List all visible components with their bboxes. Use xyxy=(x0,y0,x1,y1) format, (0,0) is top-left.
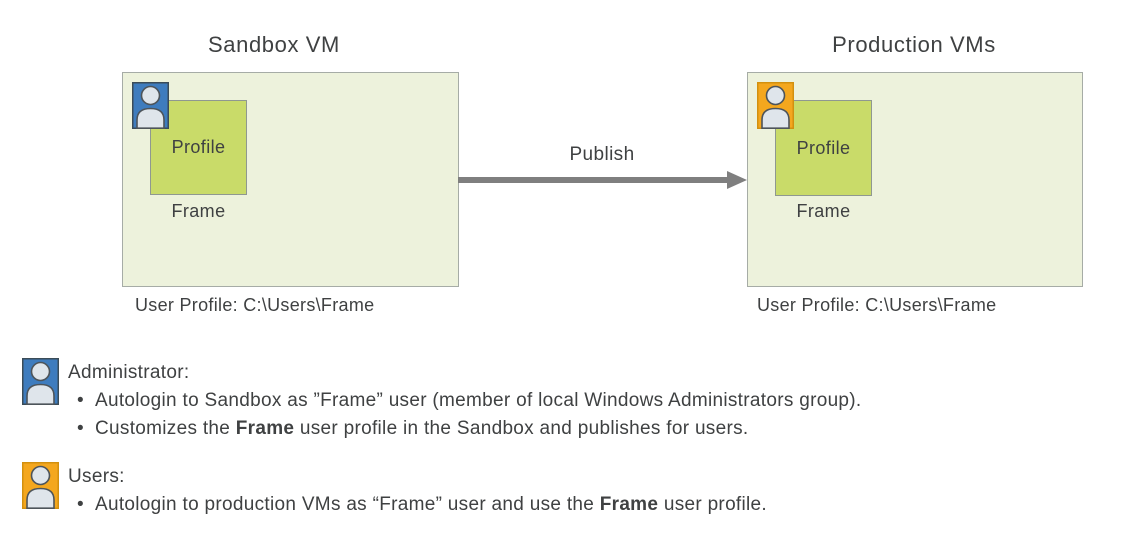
bullet-text-bold: Frame xyxy=(599,494,659,515)
sandbox-vm-title: Sandbox VM xyxy=(208,32,340,57)
publish-arrow-label: Publish xyxy=(569,144,635,165)
users-heading: Users: xyxy=(68,466,125,487)
users-legend: Users: • Autologin to production VMs as … xyxy=(68,463,767,519)
bullet-text-bold: Frame xyxy=(235,418,295,439)
production-profile-label: Profile xyxy=(796,137,851,158)
bullet-text-pre: Autologin to production VMs as “Frame” u… xyxy=(95,494,600,515)
sandbox-user-profile-caption: User Profile: C:\Users\Frame xyxy=(135,295,375,315)
production-vms-title: Production VMs xyxy=(832,32,996,57)
production-user-icon xyxy=(757,82,794,129)
users-bullet-1: • Autologin to production VMs as “Frame”… xyxy=(68,491,767,519)
production-frame-label: Frame xyxy=(796,201,851,221)
users-icon xyxy=(22,462,59,509)
bullet-text-pre: Autologin to Sandbox as ”Frame” user (me… xyxy=(95,390,862,411)
bullet-dot-icon: • xyxy=(77,390,84,411)
administrator-heading: Administrator: xyxy=(68,362,190,383)
administrator-legend: Administrator: • Autologin to Sandbox as… xyxy=(68,359,862,443)
bullet-dot-icon: • xyxy=(77,494,84,515)
bullet-text-post: user profile in the Sandbox and publishe… xyxy=(294,418,749,439)
administrator-bullet-1: • Autologin to Sandbox as ”Frame” user (… xyxy=(68,387,862,415)
production-profile-box: Profile xyxy=(775,100,872,196)
sandbox-admin-user-icon xyxy=(132,82,169,129)
sandbox-profile-label: Profile xyxy=(171,137,226,157)
production-user-profile-caption: User Profile: C:\Users\Frame xyxy=(757,295,997,315)
bullet-dot-icon: • xyxy=(77,418,84,439)
administrator-icon xyxy=(22,358,59,405)
bullet-text-pre: Customizes the xyxy=(95,418,236,439)
publish-arrow-line xyxy=(458,177,728,183)
bullet-text-post: user profile. xyxy=(658,494,767,515)
publish-arrow-head-icon xyxy=(727,171,747,189)
sandbox-frame-label: Frame xyxy=(171,201,226,221)
administrator-bullet-2: • Customizes the Frame user profile in t… xyxy=(68,415,862,443)
